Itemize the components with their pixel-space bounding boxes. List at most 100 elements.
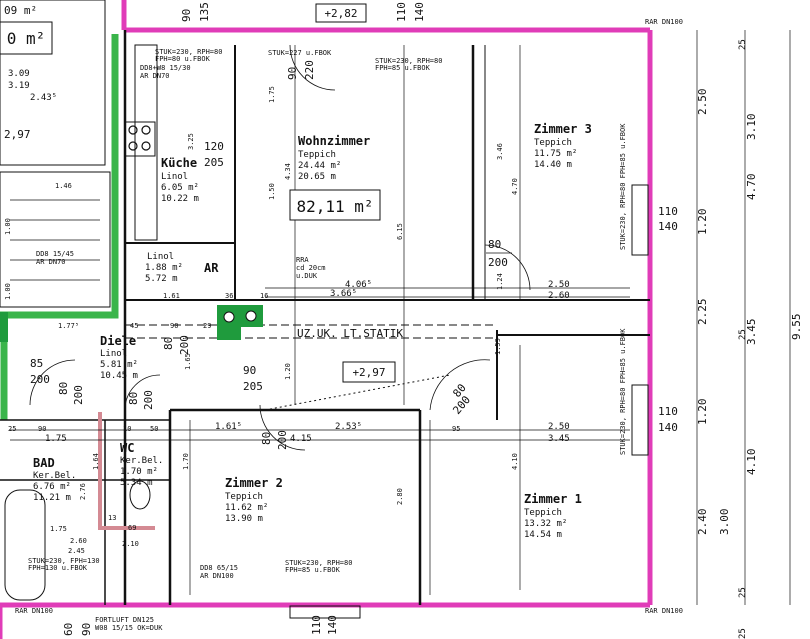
- wc-wall: [98, 412, 155, 530]
- door-width: 85: [30, 357, 43, 370]
- dim-text: 1.77⁵: [58, 322, 79, 330]
- level-mark: +2,82: [324, 7, 357, 20]
- dim-text: 29: [203, 322, 211, 330]
- window-height: 140: [658, 220, 678, 233]
- window-height: 140: [326, 615, 339, 635]
- dim-text: 1.46: [55, 182, 72, 190]
- stair-area: [0, 171, 111, 308]
- dim-text: 1.50: [268, 183, 276, 200]
- dim-text: 2.80: [396, 488, 404, 505]
- cooktop: [124, 121, 156, 157]
- door-label: 80 200: [162, 335, 191, 355]
- room-name: Diele: [100, 334, 136, 348]
- chimney-left-edge: [0, 312, 8, 342]
- room-perimeter: 5.72 m: [145, 274, 178, 284]
- room-bad: BAD Ker.Bel. 6.76 m² 11.21 m: [33, 456, 76, 503]
- dim-text: 4.06⁵: [345, 280, 372, 290]
- door-swing: [429, 359, 491, 411]
- room-perimeter: 13.90 m: [225, 514, 263, 524]
- dim-text: 135: [198, 2, 211, 22]
- dim-text: 1.65: [184, 353, 192, 370]
- dim-text: 2.40: [696, 509, 709, 536]
- room-floor: Linol: [161, 172, 188, 182]
- opening-label: 90 205: [243, 364, 263, 393]
- door-swing: [289, 44, 336, 91]
- door-width: 80: [488, 238, 501, 251]
- dim-text: 3.66⁵: [330, 289, 357, 299]
- dim-text: 3.00: [718, 509, 731, 536]
- fortluft-label: W08 15/15 OK=DUK: [95, 624, 163, 632]
- dim-text: 1.20: [284, 363, 292, 380]
- burner-icon: [141, 141, 151, 151]
- dd-label: DD8 15/45: [36, 250, 74, 258]
- room-perimeter: 10.22 m: [161, 194, 199, 204]
- dim-text: 1.20: [696, 209, 709, 236]
- dim-text: 1.61⁵: [215, 422, 242, 432]
- level-mark-box: [315, 3, 367, 23]
- room-perimeter: 11.21 m: [33, 493, 71, 503]
- door-label: 80 200: [57, 382, 85, 405]
- dim-text: 2.10: [122, 540, 139, 548]
- bathtub: [4, 489, 46, 601]
- rar-label: RAR DN100: [15, 607, 53, 615]
- dim-text: 1.75: [45, 434, 67, 444]
- door-label: 80 200: [450, 381, 473, 417]
- dim-text: 25: [738, 587, 748, 598]
- stuk-note: STUK=227 u.FBOK: [268, 49, 332, 57]
- window: [631, 384, 649, 456]
- stuk-note: FPH=80 u.FBOK: [155, 55, 211, 63]
- door-label: 80 200: [486, 238, 512, 269]
- dim-text: 60: [62, 623, 75, 636]
- dim-text: 50: [150, 425, 158, 433]
- dd-label: AR DN70: [36, 258, 66, 266]
- dim-text: 2.76: [79, 483, 87, 500]
- dim-text: 9.55: [790, 314, 803, 341]
- room-name: AR: [204, 261, 219, 275]
- dim-text: 4.10: [745, 449, 758, 476]
- neighbor-wall: [0, 34, 119, 319]
- level-mark: +2,97: [352, 366, 385, 379]
- dim-text: 1.00: [4, 283, 12, 300]
- room-floor: Linol: [100, 349, 127, 359]
- rra-label: RRA: [296, 256, 309, 264]
- room-name: Zimmer 3: [534, 122, 592, 136]
- room-name: Wohnzimmer: [298, 134, 370, 148]
- dd-label: DD8 65/15: [200, 564, 238, 572]
- window-width: 110: [658, 405, 678, 418]
- dim-text: 1.75: [50, 525, 67, 533]
- door-label: 85 200: [30, 357, 50, 386]
- beam-label: UZ.UK. LT.STATIK: [297, 327, 403, 340]
- dim-text: 2.53⁵: [335, 422, 362, 432]
- level-mark-box: [342, 361, 396, 383]
- dim-text: 4.70: [745, 174, 758, 201]
- door-label: 80 200: [260, 430, 289, 450]
- dim-text: 25: [738, 329, 748, 340]
- door-height: 200: [142, 390, 155, 410]
- dim-text: 3.45: [548, 434, 570, 444]
- burner-icon: [128, 125, 138, 135]
- door-height: 200: [30, 373, 50, 386]
- dim-text: 16: [260, 292, 268, 300]
- door-swing: [259, 404, 306, 451]
- room-diele: Diele Linol 5.81 m² 10.45 m: [100, 334, 138, 381]
- dim-text: 90: [170, 322, 178, 330]
- window-label: 110 140: [310, 615, 339, 635]
- room-kueche: Küche Linol 6.05 m² 10.22 m: [161, 156, 199, 204]
- stuk-note: STUK=230, FPH=130: [28, 557, 100, 565]
- room-area: 13.32 m²: [524, 519, 567, 529]
- window: [631, 184, 649, 256]
- door-width: 80: [57, 382, 70, 395]
- dim-text: 25: [738, 628, 748, 639]
- dim-text: 13: [108, 514, 116, 522]
- dim-text: 110: [395, 2, 408, 22]
- dim-text: 3.09: [8, 69, 30, 79]
- dim-text: 1.64: [92, 453, 100, 470]
- room-floor: Linol: [147, 252, 174, 262]
- room-area: 5.81 m²: [100, 360, 138, 370]
- door-width: 90: [286, 67, 299, 80]
- total-area-box: [289, 189, 381, 221]
- dim-text: 2.50: [548, 280, 570, 290]
- toilet: [129, 480, 151, 510]
- opening-label: 120 205: [204, 140, 224, 169]
- room-zimmer2: Zimmer 2 Teppich 11.62 m² 13.90 m: [225, 476, 283, 524]
